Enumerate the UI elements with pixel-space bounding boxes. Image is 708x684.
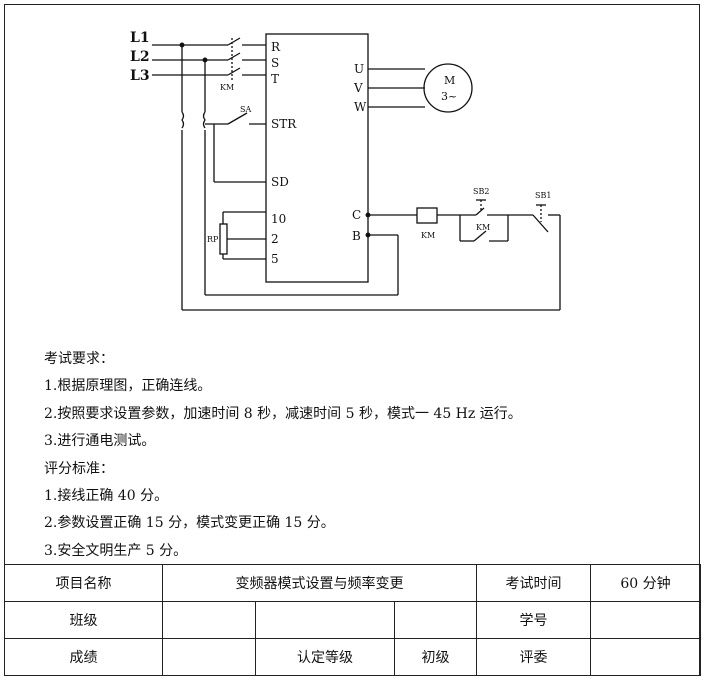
requirement-item: 1.根据原理图，正确连线。 (44, 378, 212, 395)
label-rp: RP (207, 235, 219, 244)
term-r: R (271, 40, 281, 54)
rp-potentiometer (219, 211, 266, 260)
motor-wiring (368, 68, 425, 108)
label-l3: L3 (130, 68, 150, 84)
table-row: 成绩 认定等级 初级 评委 (4, 638, 702, 676)
term-c: C (352, 208, 361, 222)
class-label: 班级 (4, 601, 163, 639)
inverter-box (265, 33, 369, 283)
level-label: 认定等级 (255, 638, 395, 676)
term-u: U (354, 62, 364, 76)
time-label: 考试时间 (476, 564, 592, 602)
term-5: 5 (271, 252, 279, 266)
label-l1: L1 (130, 30, 150, 46)
score-value-cell[interactable] (162, 638, 256, 676)
project-value: 变频器模式设置与频率变更 (161, 564, 478, 602)
wiring-diagram: L1 L2 L3 KM R (130, 30, 561, 311)
motor-label-m: M (444, 74, 455, 87)
label-sb2: SB2 (473, 187, 489, 196)
blank-cell[interactable] (255, 601, 395, 639)
exam-requirements: 考试要求： 1.根据原理图，正确连线。 2.按照要求设置参数，加速时间 8 秒，… (44, 346, 522, 565)
requirement-item: 2.按照要求设置参数，加速时间 8 秒，减速时间 5 秒，模式一 45 Hz 运… (44, 405, 522, 422)
requirement-item: 3.进行通电测试。 (44, 433, 156, 450)
page-border (4, 4, 700, 676)
label-km-coil: KM (421, 231, 435, 240)
term-str: STR (271, 117, 297, 131)
judge-value-cell[interactable] (590, 638, 702, 676)
control-circuit (182, 199, 561, 311)
sa-switch-circuit (205, 112, 266, 183)
label-sb1: SB1 (535, 191, 551, 200)
motor-symbol (423, 63, 473, 113)
term-t: T (271, 72, 279, 86)
term-s: S (271, 56, 279, 70)
project-label: 项目名称 (4, 564, 163, 602)
term-sd: SD (271, 175, 289, 189)
supply-lines (152, 37, 266, 310)
label-km-contact: KM (476, 223, 490, 232)
term-v: V (353, 81, 363, 95)
term-10: 10 (271, 212, 286, 226)
score-label: 成绩 (4, 638, 163, 676)
level-value: 初级 (393, 638, 478, 676)
judge-label: 评委 (476, 638, 592, 676)
term-2: 2 (271, 232, 279, 246)
label-l2: L2 (130, 49, 150, 65)
id-label: 学号 (476, 601, 592, 639)
label-sa: SA (240, 105, 251, 114)
scoring-title: 评分标准： (44, 460, 114, 477)
class-value-cell[interactable] (162, 601, 256, 639)
info-table: 项目名称 变频器模式设置与频率变更 考试时间 60 分钟 班级 学号 成绩 认定… (4, 564, 702, 676)
requirements-title: 考试要求： (44, 351, 114, 367)
time-value: 60 分钟 (590, 564, 702, 602)
motor-label-phase: 3~ (441, 90, 457, 103)
scoring-item: 3.安全文明生产 5 分。 (44, 542, 188, 559)
scoring-item: 1.接线正确 40 分。 (44, 488, 169, 505)
table-row: 项目名称 变频器模式设置与频率变更 考试时间 60 分钟 (4, 564, 702, 602)
table-row: 班级 学号 (4, 601, 702, 639)
term-w: W (354, 100, 367, 114)
id-value-cell[interactable] (590, 601, 702, 639)
blank-cell[interactable] (393, 601, 478, 639)
label-km-breaker: KM (220, 83, 234, 92)
term-b: B (352, 229, 361, 243)
scoring-item: 2.参数设置正确 15 分，模式变更正确 15 分。 (44, 515, 335, 532)
